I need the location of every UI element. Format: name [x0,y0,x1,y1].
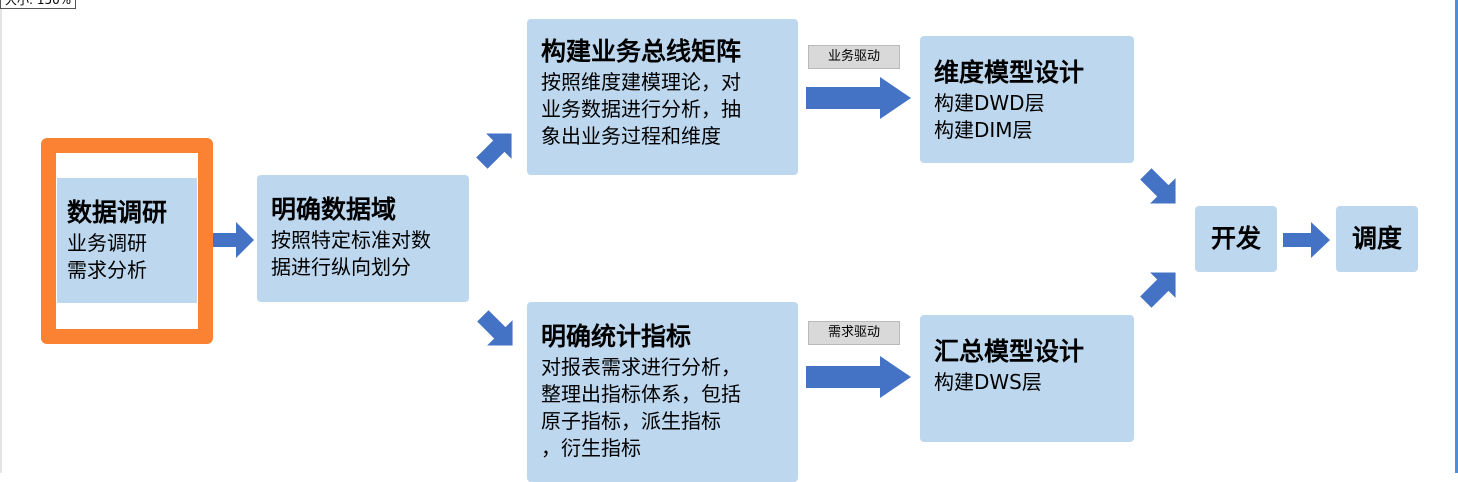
arrow-research-to-domain [212,222,254,258]
node-data-research-line: 需求分析 [67,258,147,282]
tag-demand-driven: 需求驱动 [808,321,900,345]
node-agg-model-title: 汇总模型设计 [934,337,1085,366]
left-border [0,0,2,473]
node-data-domain-title: 明确数据域 [271,195,397,224]
node-dim-model: 维度模型设计 构建DWD层 构建DIM层 [920,36,1134,163]
node-dim-model-line: 构建DWD层 [934,91,1045,115]
node-metrics-line: 原子指标，派生指标 [541,409,721,433]
node-metrics: 明确统计指标 对报表需求进行分析， 整理出指标体系，包括 原子指标，派生指标 ，… [527,302,798,482]
arrow-agg-to-develop [1140,272,1176,308]
node-data-research-line: 业务调研 [67,231,147,255]
node-data-research-title: 数据调研 [67,198,168,227]
node-schedule: 调度 [1336,206,1418,272]
node-bus-matrix-line: 业务数据进行分析，抽 [541,97,741,121]
node-bus-matrix-title: 构建业务总线矩阵 [541,37,742,66]
right-border [1455,0,1458,473]
node-data-domain: 明确数据域 按照特定标准对数 据进行纵向划分 [257,175,469,302]
node-agg-model-line: 构建DWS层 [934,370,1042,394]
node-schedule-title: 调度 [1351,224,1402,253]
node-bus-matrix-line: 按照维度建模理论，对 [541,70,741,94]
node-develop-title: 开发 [1210,224,1261,253]
node-bus-matrix-line: 象出业务过程和维度 [541,124,721,148]
node-dim-model-line: 构建DIM层 [934,118,1033,142]
node-agg-model: 汇总模型设计 构建DWS层 [920,315,1134,442]
node-data-research: 数据调研 业务调研 需求分析 [57,178,197,303]
arrow-bus-to-dim [806,77,911,119]
zoom-label: 大小: 150% [0,0,77,9]
node-develop: 开发 [1195,206,1277,272]
node-metrics-line: ，衍生指标 [541,436,641,460]
node-metrics-line: 对报表需求进行分析， [541,355,741,379]
arrow-metrics-to-agg [806,356,911,398]
node-dim-model-title: 维度模型设计 [934,58,1085,87]
node-data-domain-line: 按照特定标准对数 [271,228,431,252]
selection-highlight [41,138,213,344]
node-metrics-line: 整理出指标体系，包括 [541,382,741,406]
node-bus-matrix: 构建业务总线矩阵 按照维度建模理论，对 业务数据进行分析，抽 象出业务过程和维度 [527,19,798,175]
arrow-dim-to-develop [1140,168,1176,204]
node-data-domain-line: 据进行纵向划分 [271,255,411,279]
node-metrics-title: 明确统计指标 [541,322,692,351]
tag-business-driven: 业务驱动 [808,45,900,69]
arrow-domain-to-bus [476,133,512,169]
arrow-develop-to-schedule [1283,222,1330,258]
arrow-domain-to-metrics [477,310,513,346]
